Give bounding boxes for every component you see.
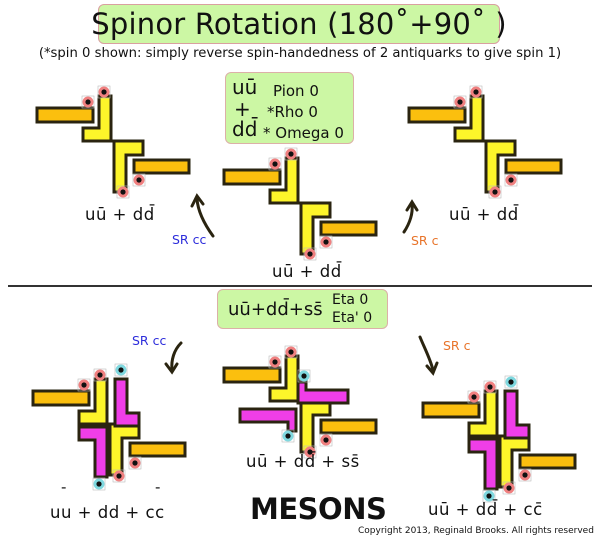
- magenta-arm: [467, 437, 499, 491]
- copyright-notice: Copyright 2013, Reginald Brooks. All rig…: [358, 526, 594, 536]
- spin-dot: [297, 369, 311, 383]
- category-heading: MESONS: [250, 492, 387, 526]
- quark-arms: [421, 389, 577, 489]
- magenta-arm: [503, 389, 531, 440]
- spin-dot: [504, 173, 518, 187]
- spin-dot: [504, 375, 518, 389]
- diagram-bottom-right: [421, 375, 577, 503]
- subtitle: (*spin 0 shown: simply reverse spin-hand…: [38, 46, 562, 61]
- rotation-label-sr-cc: SR cc: [172, 232, 207, 247]
- title-box: Spinor Rotation (180˚+90˚ ): [91, 4, 507, 44]
- diagram-top-center: [222, 147, 378, 261]
- page-title: Spinor Rotation (180˚+90˚ ): [91, 7, 507, 41]
- rotation-label-sr-c: SR c: [443, 338, 471, 353]
- spin-dot: [132, 173, 146, 187]
- diagram-label: uū + dd̄ + cc̄: [428, 500, 543, 519]
- spin-dot: [128, 456, 142, 470]
- particle-omega: * Omega 0: [263, 124, 344, 142]
- spin-dot: [319, 235, 333, 249]
- quark-arms: [407, 94, 563, 194]
- diagram-label: uū + dd̄: [272, 262, 342, 281]
- overbar-mark: -: [61, 478, 67, 496]
- diagram-bottom-left: [31, 363, 187, 491]
- magenta-arm: [296, 380, 350, 405]
- quark-arms: [222, 156, 378, 256]
- quark-sum: uū+dd̄+ss̄: [228, 299, 323, 320]
- spin-dot: [268, 355, 282, 369]
- overbar-mark: -: [155, 478, 161, 496]
- plus-sign: +: [234, 97, 251, 121]
- particle-eta-prime: Eta' 0: [332, 310, 373, 326]
- section-divider: [8, 285, 592, 287]
- spin-dot: [92, 477, 106, 491]
- diagram-label: uu + dd + cc: [50, 503, 165, 522]
- spin-dot: [518, 468, 532, 482]
- spin-dot: [268, 157, 282, 171]
- diagram-bottom-center: [222, 345, 378, 459]
- magenta-arm: [77, 425, 109, 479]
- quark-pair-uu: uū: [232, 75, 258, 99]
- rotation-arrow-icon: [164, 341, 183, 375]
- info-box-top: uū + dd̄ Pion 0 *Rho 0 * Omega 0: [225, 72, 354, 144]
- spin-dot: [319, 433, 333, 447]
- diagram-top-right: [407, 85, 563, 199]
- quark-pair-dd: dd̄: [232, 117, 258, 141]
- rotation-arrow-icon: [190, 193, 215, 238]
- diagram-label: uū + dd̄: [85, 205, 155, 224]
- spin-dot: [114, 363, 128, 377]
- rotation-arrow-icon: [418, 335, 439, 376]
- diagram-top-left: [35, 85, 191, 199]
- spin-dot: [467, 390, 481, 404]
- spin-dot: [77, 378, 91, 392]
- rotation-label-sr-cc: SR cc: [132, 333, 167, 348]
- rotation-arrow-icon: [402, 199, 419, 234]
- magenta-arm: [238, 407, 298, 433]
- info-box-bottom: uū+dd̄+ss̄ Eta 0 Eta' 0: [217, 289, 388, 329]
- quark-arms: [35, 94, 191, 194]
- spin-dot: [453, 95, 467, 109]
- diagram-label: uū + dd̄: [449, 205, 519, 224]
- quark-arms: [31, 377, 187, 477]
- magenta-arm: [113, 377, 141, 428]
- particle-pion: Pion 0: [273, 82, 319, 100]
- rotation-label-sr-c: SR c: [411, 233, 439, 248]
- particle-eta: Eta 0: [332, 292, 369, 308]
- spin-dot: [81, 95, 95, 109]
- diagram-label: uū + dd̄ + ss̄: [246, 452, 360, 471]
- particle-rho: *Rho 0: [267, 103, 318, 121]
